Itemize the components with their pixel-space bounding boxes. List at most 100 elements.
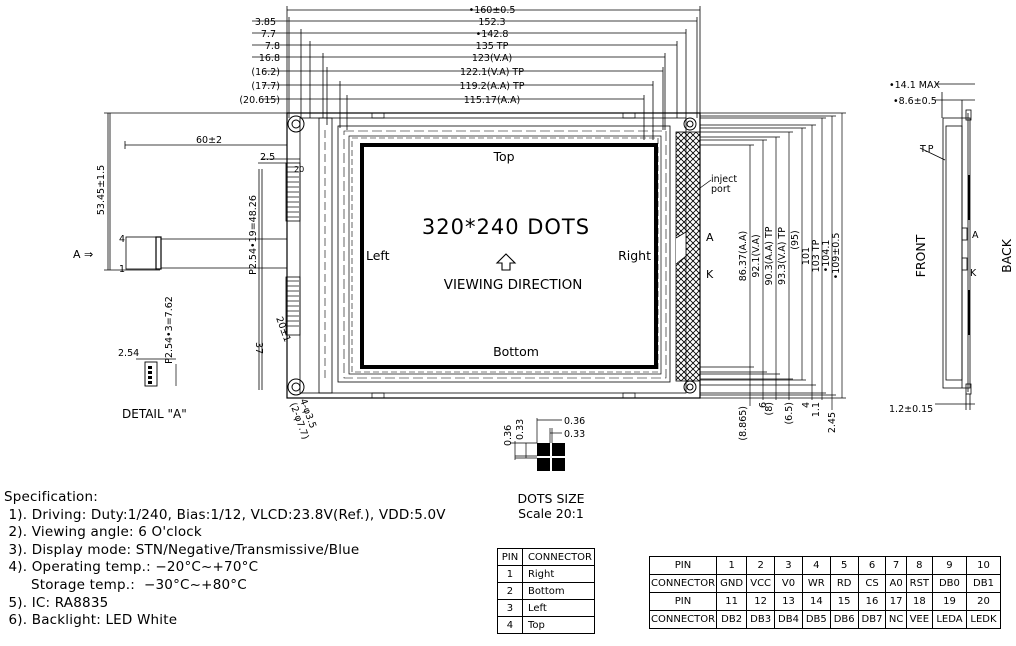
vdim-86: 86.37(A.A) <box>738 231 749 281</box>
table-cell: RD <box>829 574 859 593</box>
table-row: 1 Right <box>497 565 596 583</box>
table-cell: 7 <box>885 556 907 575</box>
fpc-cable <box>104 112 301 390</box>
table-header-row: PIN CONNECTOR <box>497 548 596 566</box>
side-thick: •8.6±0.5 <box>893 96 937 107</box>
pin-1-label: 1 <box>119 264 125 275</box>
side-bottom-dim: 1.2±0.15 <box>889 404 933 415</box>
dim-60: 60±2 <box>196 135 222 146</box>
table-cell: 5 <box>829 556 859 575</box>
display-labels: Top Bottom Left Right 320*240 DOTS VIEWI… <box>366 149 737 359</box>
inject-line1: inject <box>711 174 737 185</box>
bdim-8: (8) <box>764 402 775 415</box>
left-dimension-labels: 3.85 7.7 7.8 16.8 (16.2) (17.7) (20.615) <box>239 17 280 106</box>
table-cell: Bottom <box>521 582 596 600</box>
bdim-6-5: (6.5) <box>784 402 795 425</box>
table-cell: 8 <box>905 556 933 575</box>
table-cell: 20 <box>965 592 1002 611</box>
dim-122: 122.1(V.A) TP <box>460 67 524 78</box>
dim-123: 123(V.A) <box>472 53 512 64</box>
dim-16-8: 16.8 <box>259 53 280 64</box>
label-k: K <box>706 268 714 281</box>
table-cell: CS <box>857 574 887 593</box>
spec-item: Storage temp.: −30°C~+80°C <box>4 576 247 593</box>
table-cell: Top <box>521 616 596 634</box>
table-cell: DB1 <box>965 574 1002 593</box>
table-row-header: CONNECTOR <box>648 574 718 593</box>
top-dimension-labels: •160±0.5 152.3 •142.8 135 TP 123(V.A) 12… <box>459 5 524 106</box>
table-row-header: CONNECTOR <box>648 610 718 629</box>
vdim-103: 103 TP <box>811 239 822 272</box>
label-viewing-direction: VIEWING DIRECTION <box>444 277 583 293</box>
table-cell: VEE <box>905 610 933 629</box>
spec-item: 6). Backlight: LED White <box>4 612 178 629</box>
bdim-6: 6 <box>758 402 769 408</box>
vdim-93: 93.3(V.A) TP <box>777 227 788 285</box>
label-top: Top <box>492 149 514 164</box>
right-dimension-lines <box>700 112 846 410</box>
inject-line2: port <box>711 184 731 195</box>
bdim-4: 4 <box>801 402 812 408</box>
dots-size-title: DOTS SIZE <box>517 491 584 506</box>
table-cell: 16 <box>857 592 887 611</box>
dim-20: 20±1 <box>273 315 292 343</box>
dots-036-top: 0.36 <box>564 416 585 427</box>
table-cell: 3 <box>497 599 523 617</box>
detail-a: P2.54•3=7.62 2.54 DETAIL "A" <box>118 296 187 421</box>
label-a: A <box>706 231 714 244</box>
side-k: K <box>970 268 977 279</box>
side-a: A <box>972 230 979 241</box>
dim-7-7: 7.7 <box>261 29 276 40</box>
label-right: Right <box>618 248 651 263</box>
table-row: 3 Left <box>497 599 596 617</box>
table-cell: 9 <box>931 556 967 575</box>
dim-135: 135 TP <box>476 41 509 52</box>
table-cell: GND <box>716 574 748 593</box>
detail-label: DETAIL "A" <box>122 407 187 421</box>
spec-item: 2). Viewing angle: 6 O'clock <box>4 524 202 541</box>
dim-20-615: (20.615) <box>239 95 280 106</box>
table-cell: DB6 <box>829 610 859 629</box>
right-vertical-dim-labels: 86.37(A.A) 92.1(V.A) 90.3(A.A) TP 93.3(V… <box>738 226 842 285</box>
label-bottom: Bottom <box>493 344 539 359</box>
bottom-right-dim-labels: (8.865) 6 (8) (6.5) 4 1.1 2.45 <box>738 402 838 441</box>
table-cell: LEDA <box>931 610 967 629</box>
table-cell: DB7 <box>857 610 887 629</box>
dim-7-8: 7.8 <box>265 41 280 52</box>
spec-item: 3). Display mode: STN/Negative/Transmiss… <box>4 541 360 558</box>
table-row: 2 Bottom <box>497 582 596 600</box>
table-header: PIN <box>497 548 523 566</box>
table-cell: DB5 <box>801 610 831 629</box>
detail-pitch: P2.54•3=7.62 <box>164 296 175 364</box>
table-cell: Right <box>521 565 596 583</box>
dim-142: •142.8 <box>476 29 509 40</box>
table-cell: 2 <box>497 582 523 600</box>
table-cell: 13 <box>774 592 803 611</box>
vdim-101: 101 <box>801 247 812 265</box>
pin-20-label: 20 <box>294 165 304 174</box>
label-dots: 320*240 DOTS <box>422 215 590 239</box>
table-cell: 14 <box>801 592 831 611</box>
side-max: •14.1 MAX <box>889 80 940 91</box>
pin-4-label: 4 <box>119 234 125 245</box>
dim-3-85: 3.85 <box>255 17 276 28</box>
side-view <box>919 83 975 410</box>
top-dimension-lines <box>252 6 701 140</box>
dots-size-scale: Scale 20:1 <box>518 506 584 521</box>
dim-115: 115.17(A.A) <box>464 95 521 106</box>
bdim-8-865: (8.865) <box>738 406 749 441</box>
spec-item: 4). Operating temp.: −20°C~+70°C <box>4 559 259 576</box>
dim-53: 53.45±1.5 <box>96 165 107 215</box>
table-cell: 4 <box>801 556 831 575</box>
fpc-pins-top <box>287 166 299 218</box>
table-cell: DB2 <box>716 610 748 629</box>
table-cell: 3 <box>774 556 803 575</box>
table-cell: DB4 <box>774 610 803 629</box>
table-cell: 19 <box>931 592 967 611</box>
table-cell: RST <box>905 574 933 593</box>
dim-152: 152.3 <box>478 17 505 28</box>
